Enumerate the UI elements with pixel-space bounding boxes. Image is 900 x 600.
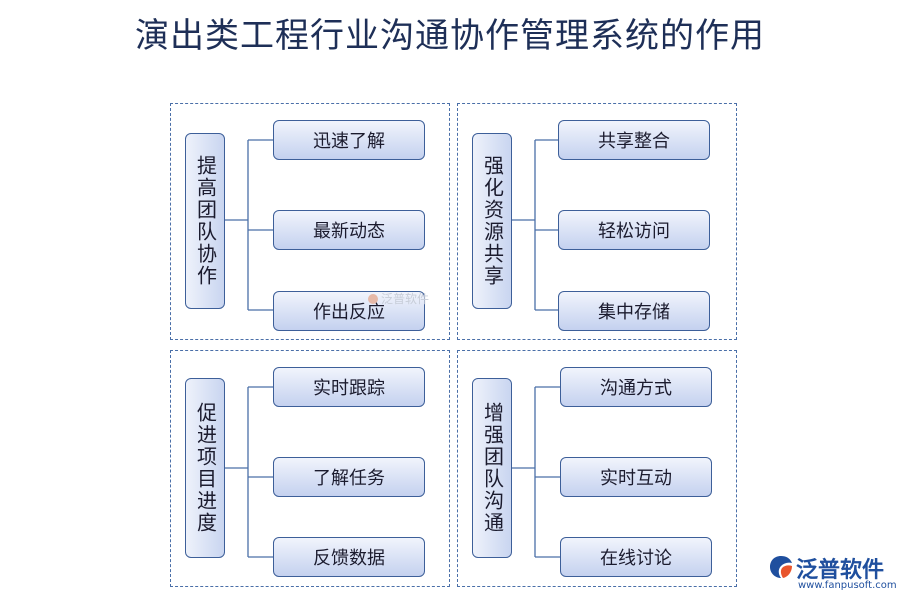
- item-box-3-3: 反馈数据: [273, 537, 425, 577]
- connector-2: [512, 139, 558, 311]
- category-box-3: 促进项目进度: [185, 378, 225, 558]
- item-box-4-3: 在线讨论: [560, 537, 712, 577]
- item-box-2-2: 轻松访问: [558, 210, 710, 250]
- brand-logo: 泛普软件 www.fanpusoft.com: [768, 550, 898, 598]
- category-box-2: 强化资源共享: [472, 133, 512, 309]
- page-title: 演出类工程行业沟通协作管理系统的作用: [135, 16, 765, 56]
- category-box-1: 提高团队协作: [185, 133, 225, 309]
- item-box-4-2: 实时互动: [560, 457, 712, 497]
- item-box-1-2: 最新动态: [273, 210, 425, 250]
- item-box-4-1: 沟通方式: [560, 367, 712, 407]
- panel-frame-4: [457, 350, 737, 587]
- item-box-3-1: 实时跟踪: [273, 367, 425, 407]
- brand-name: 泛普软件: [796, 558, 885, 583]
- panel-frame-1: [170, 103, 450, 340]
- item-box-1-3: 作出反应: [273, 291, 425, 331]
- brand-url: www.fanpusoft.com: [798, 580, 897, 591]
- item-box-3-2: 了解任务: [273, 457, 425, 497]
- watermark-text: 泛普软件: [381, 292, 430, 306]
- connector-4: [512, 386, 560, 558]
- panel-frame-3: [170, 350, 450, 587]
- watermark-logo-icon: [368, 293, 378, 304]
- watermark: 泛普软件: [368, 290, 429, 307]
- item-box-2-3: 集中存储: [558, 291, 710, 331]
- brand-logo-icon: [770, 556, 792, 578]
- item-box-1-1: 迅速了解: [273, 120, 425, 160]
- connector-1: [225, 139, 273, 311]
- category-box-4: 增强团队沟通: [472, 378, 512, 558]
- item-box-2-1: 共享整合: [558, 120, 710, 160]
- panel-frame-2: [457, 103, 737, 340]
- connector-3: [225, 386, 273, 558]
